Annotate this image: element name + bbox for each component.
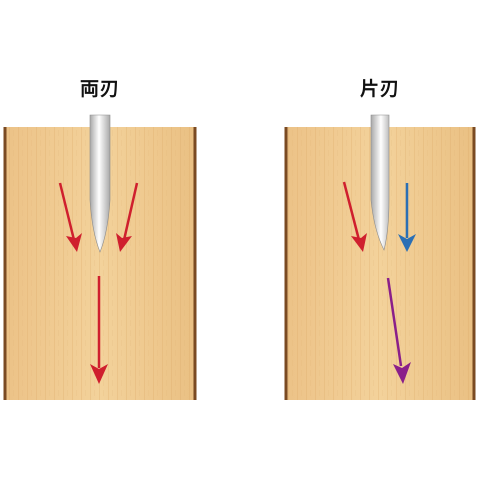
arrow-right-purple-diag	[386, 277, 411, 384]
arrow-right-diag	[342, 181, 367, 252]
arrow-left-down	[90, 276, 108, 384]
panel-title-double-edged: 両刃	[79, 78, 120, 100]
arrow-right-blue-down	[398, 183, 416, 252]
panel-double-edged	[3, 114, 197, 400]
panel-title-single-edged: 片刃	[359, 78, 400, 100]
panel-single-edged	[284, 114, 476, 400]
arrow-left-diag-a	[58, 182, 82, 252]
double-edged-blade	[89, 114, 111, 253]
single-edged-blade	[370, 114, 390, 251]
arrow-left-diag-b	[116, 182, 139, 252]
